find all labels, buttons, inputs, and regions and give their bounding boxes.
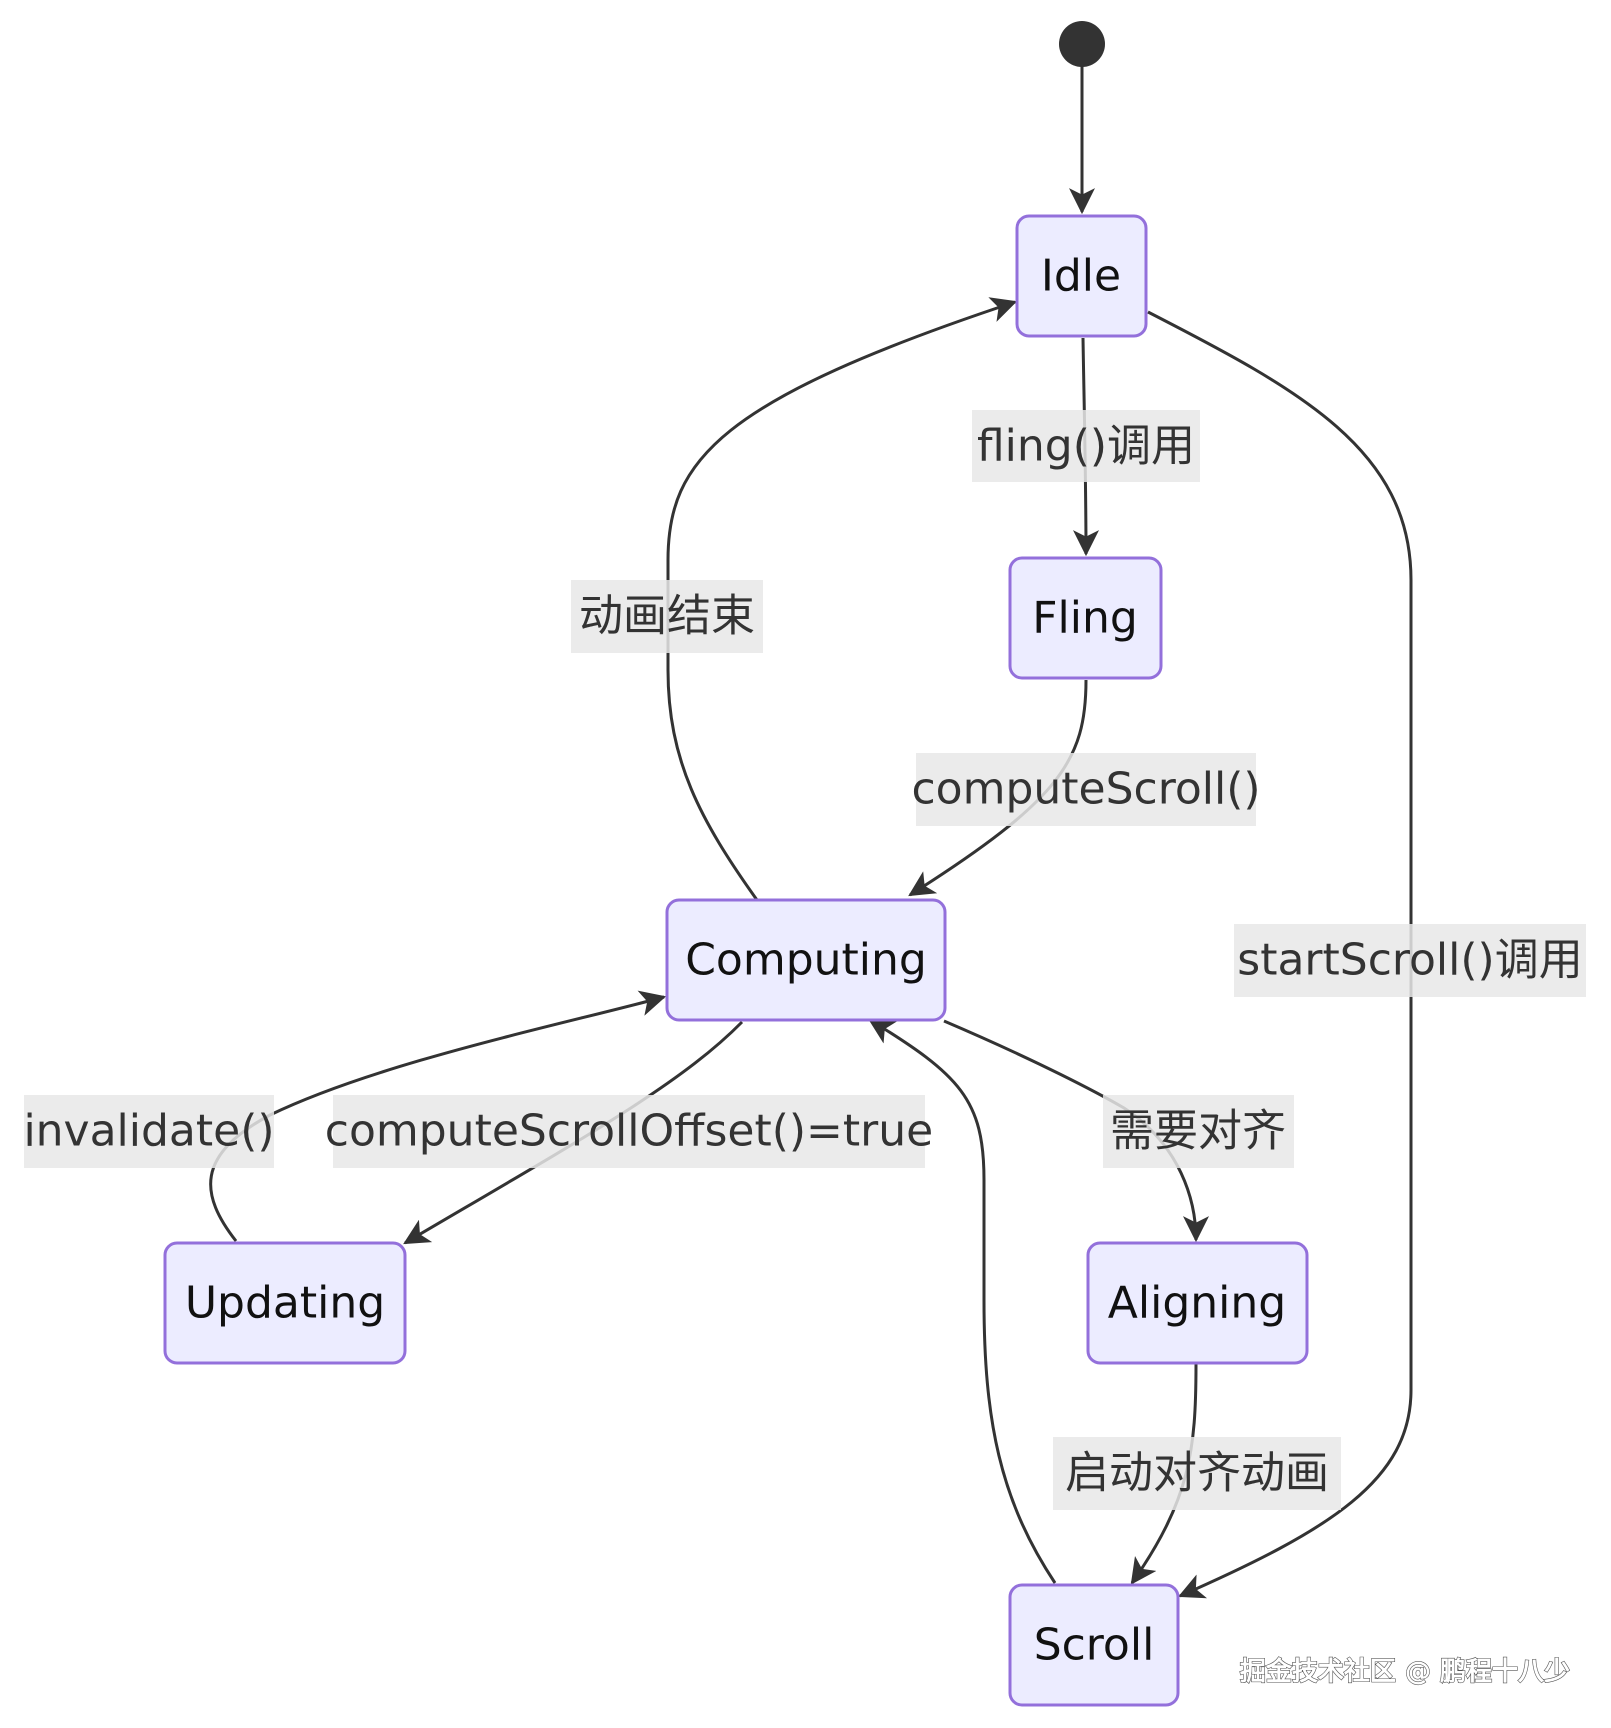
watermark-text: 掘金技术社区 @ 鹏程十八少 [1240,1656,1570,1687]
edge-label-computing-idle: 动画结束 [571,580,763,653]
edge-label-fling-computing: computeScroll() [911,753,1261,826]
label-text: fling()调用 [977,421,1195,472]
state-label: Idle [1041,251,1121,302]
state-label: Fling [1032,593,1138,644]
edges [209,66,1413,1599]
edge-scroll-computing [868,1018,1057,1584]
label-text: 需要对齐 [1110,1106,1286,1157]
label-text: startScroll()调用 [1237,935,1582,986]
state-aligning[interactable]: Aligning [1086,1241,1309,1365]
label-text: computeScrollOffset()=true [325,1106,933,1157]
state-scroll[interactable]: Scroll [1008,1583,1180,1707]
label-text: invalidate() [23,1106,274,1157]
start-state-dot [1059,21,1105,67]
state-computing[interactable]: Computing [665,898,947,1022]
state-nodes: Idle Fling Computing Updating Aligning S… [163,214,1309,1707]
edge-label-updating-computing: invalidate() [23,1095,275,1168]
edge-label-computing-updating: computeScrollOffset()=true [325,1095,933,1168]
edge-labels: fling()调用 动画结束 computeScroll() startScro… [23,410,1586,1510]
state-label: Computing [685,935,927,986]
edge-label-aligning-scroll: 启动对齐动画 [1053,1437,1341,1510]
state-label: Updating [185,1278,385,1329]
edge-label-computing-aligning: 需要对齐 [1103,1095,1294,1168]
edge-computing-idle [666,297,1018,901]
edge-idle-scroll [1147,310,1413,1599]
state-idle[interactable]: Idle [1015,214,1148,338]
edge-label-idle-scroll: startScroll()调用 [1234,924,1586,997]
edge-updating-computing [209,990,667,1242]
state-fling[interactable]: Fling [1008,556,1163,680]
state-label: Scroll [1034,1620,1155,1671]
state-updating[interactable]: Updating [163,1241,407,1365]
edge-label-idle-fling: fling()调用 [972,410,1200,482]
label-text: 启动对齐动画 [1065,1448,1329,1499]
label-text: 动画结束 [579,591,755,642]
label-text: computeScroll() [911,764,1260,815]
state-label: Aligning [1108,1278,1286,1329]
